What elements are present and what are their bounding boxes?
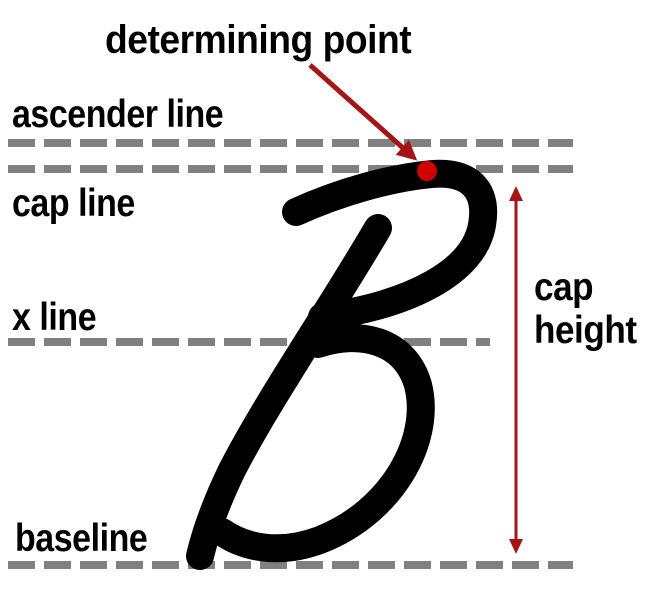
determining-point-dot: [417, 161, 437, 181]
cap-height-label-line1: cap: [534, 266, 594, 309]
cap-height-arrow-top-head: [509, 186, 523, 201]
cap-height-arrow: [509, 186, 523, 554]
letter-b-stem: [186, 214, 392, 570]
determining-point-arrow: [308, 63, 418, 161]
determining-point-label: determining point: [105, 18, 412, 62]
letter-b-glyph: [186, 159, 498, 570]
cap-height-label-line2: height: [534, 309, 637, 352]
guide-lines: [8, 139, 573, 569]
x-line-label: x line: [12, 296, 97, 339]
ascender-line-label: ascender line: [12, 93, 224, 136]
letter-b-upper-bowl: [282, 159, 498, 331]
cap-height-arrow-bottom-head: [509, 539, 523, 554]
cap-line-label: cap line: [12, 182, 135, 225]
baseline-label: baseline: [15, 517, 148, 560]
letter-b-lower-bowl: [208, 324, 435, 563]
